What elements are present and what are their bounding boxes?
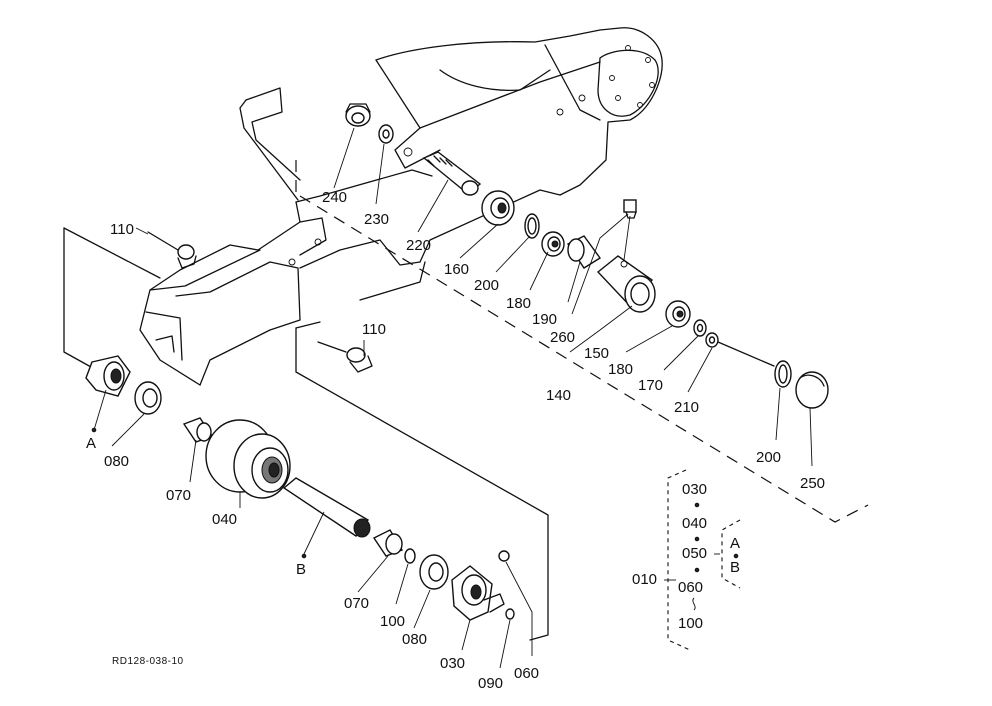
- part-200-snap-ring-b: [774, 360, 792, 388]
- callout-060: 060: [514, 665, 539, 682]
- part-150-housing: [596, 255, 656, 313]
- part-070-collar-a: [182, 417, 214, 443]
- callout-170: 170: [638, 377, 663, 394]
- ref-a-label: A: [86, 435, 96, 452]
- part-200-snap-ring-a: [524, 213, 540, 239]
- part-230-washer: [378, 124, 394, 144]
- callout-080-b: 080: [402, 631, 427, 648]
- callout-110-a: 110: [110, 221, 134, 238]
- part-030-bracket-b: [451, 565, 505, 621]
- legend-item-060: 060: [678, 579, 703, 596]
- callout-210: 210: [674, 399, 699, 416]
- legend-variant-a: A: [730, 535, 740, 552]
- part-170-washer: [693, 319, 707, 337]
- part-roller-shaft: [282, 477, 371, 538]
- reference-markers: A B: [86, 427, 307, 578]
- callout-180-a: 180: [506, 295, 531, 312]
- callout-250: 250: [800, 475, 825, 492]
- callout-030: 030: [440, 655, 465, 672]
- part-070-collar-b: [372, 529, 404, 557]
- callout-150: 150: [584, 345, 609, 362]
- roller-group-outline: [63, 227, 549, 641]
- callout-240: 240: [322, 189, 347, 206]
- callout-040: 040: [212, 511, 237, 528]
- callout-220: 220: [406, 237, 431, 254]
- part-220-shaft: [422, 151, 482, 196]
- callout-230: 230: [364, 211, 389, 228]
- legend-item-100: 100: [678, 615, 703, 632]
- part-030-bracket-a: [85, 355, 131, 397]
- callout-numbers: 240 230 220 110 160 200 180 190 260 150 …: [104, 189, 825, 692]
- ref-b-label: B: [296, 561, 306, 578]
- callout-070-a: 070: [166, 487, 191, 504]
- assembly-legend: 030 040 050 060 100 010 A B: [632, 481, 741, 632]
- part-210-nut: [705, 332, 775, 367]
- machine-frame: [139, 27, 663, 386]
- part-040-track-roller: [205, 419, 291, 499]
- callout-160: 160: [444, 261, 469, 278]
- drawing-code: RD128-038-10: [112, 656, 184, 667]
- callout-200-b: 200: [756, 449, 781, 466]
- part-250-cap: [795, 371, 829, 409]
- part-080-seal-a: [134, 381, 162, 415]
- legend-item-030: 030: [682, 481, 707, 498]
- assembly-guide-lines: [295, 160, 869, 651]
- callout-070-b: 070: [344, 595, 369, 612]
- part-180-bearing-b: [665, 300, 691, 328]
- part-110-bolt-b: [317, 341, 373, 373]
- callout-140: 140: [546, 387, 571, 404]
- part-110-bolt-a: [147, 231, 197, 269]
- legend-item-050: 050: [682, 545, 707, 562]
- part-160-bearing: [481, 190, 515, 226]
- part-080-seal-b: [419, 554, 449, 590]
- callout-180-b: 180: [608, 361, 633, 378]
- leader-lines: [93, 127, 813, 669]
- part-090-snap-ring: [505, 608, 515, 620]
- legend-assembly-010: 010: [632, 571, 657, 588]
- callout-200-a: 200: [474, 277, 499, 294]
- callout-080-a: 080: [104, 453, 129, 470]
- part-180-bearing-a: [541, 231, 565, 257]
- callout-110-b: 110: [362, 321, 386, 338]
- callout-260: 260: [550, 329, 575, 346]
- legend-item-040: 040: [682, 515, 707, 532]
- callout-090: 090: [478, 675, 503, 692]
- part-100-o-ring: [404, 548, 416, 564]
- legend-variant-b: B: [730, 559, 740, 576]
- callout-100: 100: [380, 613, 405, 630]
- callout-190: 190: [532, 311, 557, 328]
- part-240-nut: [345, 103, 371, 127]
- part-060-pin: [498, 550, 510, 562]
- part-260-grease-nipple: [623, 199, 637, 219]
